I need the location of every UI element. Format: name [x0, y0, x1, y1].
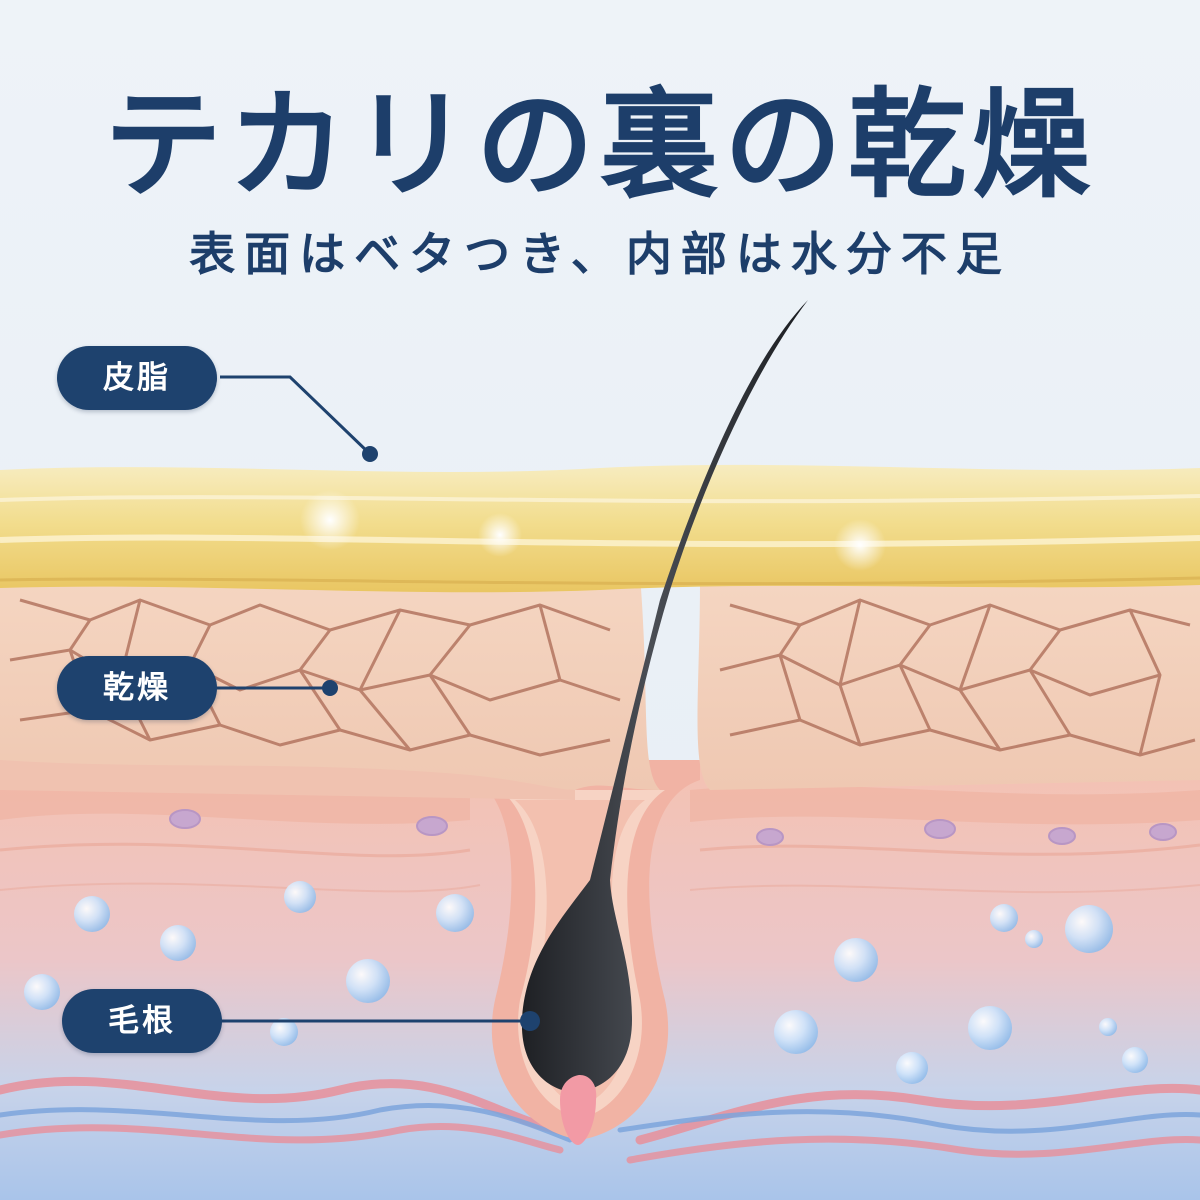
page-title: テカリの裏の乾燥 [103, 75, 1096, 214]
label-hair-root: 毛根 [62, 989, 222, 1053]
sebum-layer [0, 464, 1200, 593]
label-sebum: 皮脂 [57, 346, 217, 410]
blood-vessels [0, 1076, 1200, 1164]
leader-dots [322, 446, 540, 1031]
dermal-papilla [560, 1075, 597, 1145]
page-subtitle: 表面はベタつき、内部は水分不足 [189, 227, 1011, 281]
leader-lines [210, 375, 530, 1023]
water-bubbles [24, 881, 1148, 1084]
hair-strand [521, 300, 808, 1092]
label-dryness: 乾燥 [57, 656, 217, 720]
dry-cracks [9, 598, 1196, 757]
